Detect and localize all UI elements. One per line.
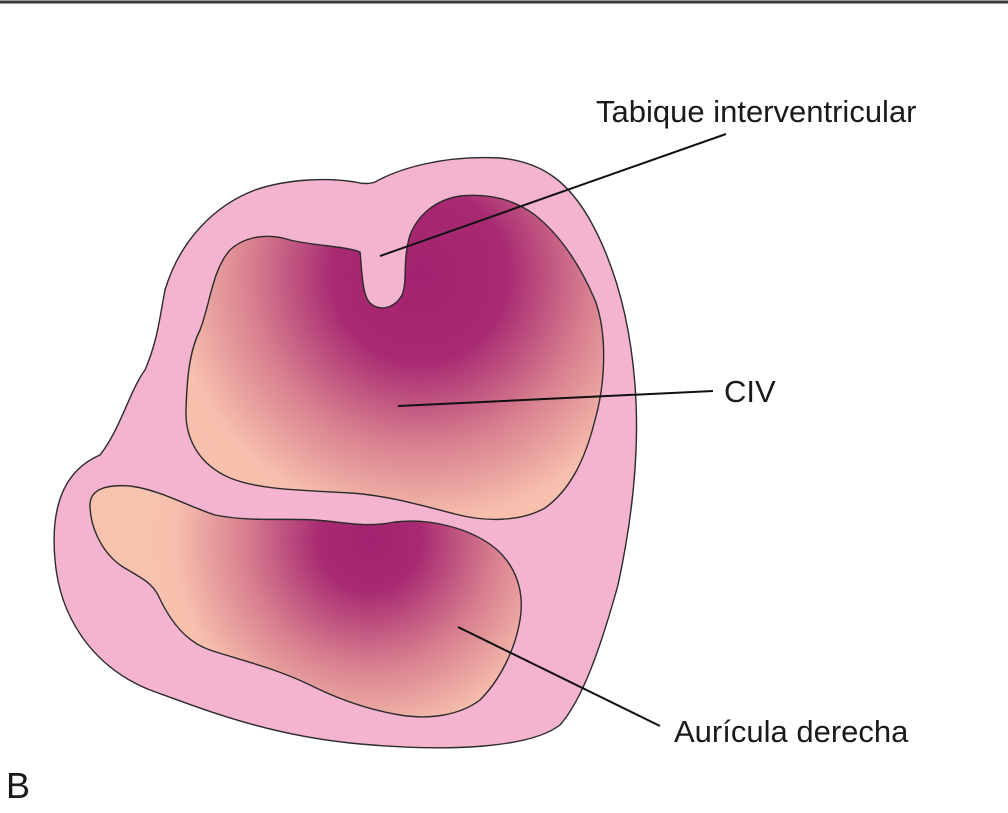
vsd-label: CIV [724,374,776,409]
panel-letter: B [6,765,30,806]
septum-label: Tabique interventricular [596,94,917,129]
right-atrium-label: Aurícula derecha [674,714,909,749]
